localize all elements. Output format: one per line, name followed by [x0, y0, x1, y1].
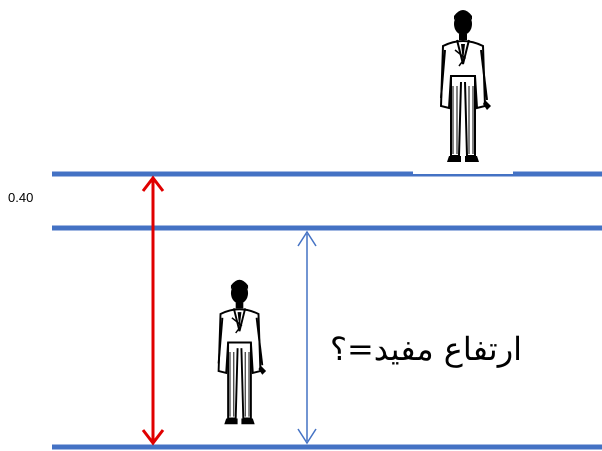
- standing-man-icon: [412, 5, 514, 175]
- standing-man-icon: [191, 275, 288, 437]
- clear-height-arrow: [297, 230, 317, 445]
- slab-thickness-label: 0.40: [8, 190, 34, 205]
- clear-height-label: ارتفاع مفيد=؟: [330, 330, 523, 368]
- total-height-arrow: [141, 175, 165, 446]
